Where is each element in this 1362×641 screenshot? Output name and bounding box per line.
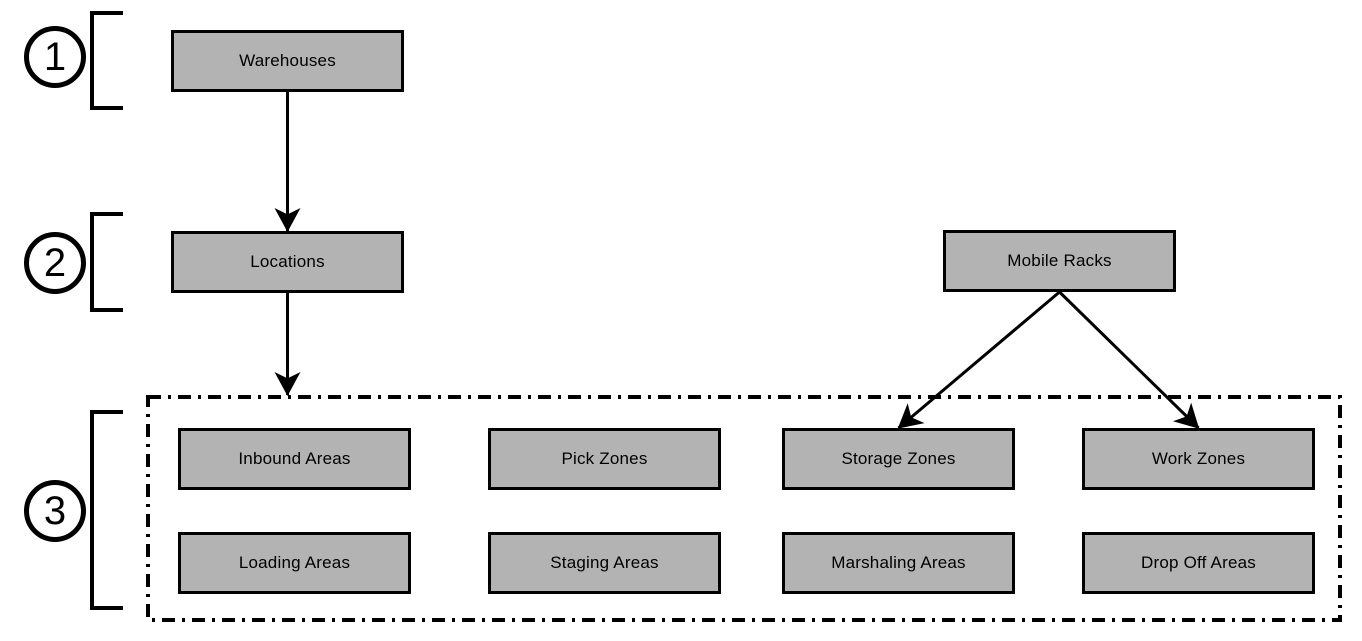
node-inbound-areas: Inbound Areas xyxy=(178,428,411,490)
node-staging-areas: Staging Areas xyxy=(488,532,721,594)
node-warehouses: Warehouses xyxy=(171,30,404,92)
level-1-bracket xyxy=(90,11,123,110)
node-mobile-racks: Mobile Racks xyxy=(943,230,1176,292)
node-work-zones: Work Zones xyxy=(1082,428,1315,490)
node-pick-zones: Pick Zones xyxy=(488,428,721,490)
level-3-bracket xyxy=(90,410,123,610)
level-3-badge: 3 xyxy=(24,480,86,542)
node-loading-areas: Loading Areas xyxy=(178,532,411,594)
node-storage-zones: Storage Zones xyxy=(782,428,1015,490)
level-2-bracket xyxy=(90,212,123,312)
level-1-badge: 1 xyxy=(24,26,86,88)
node-drop-off-areas: Drop Off Areas xyxy=(1082,532,1315,594)
node-locations: Locations xyxy=(171,231,404,293)
level-2-badge: 2 xyxy=(24,232,86,294)
node-marshaling-areas: Marshaling Areas xyxy=(782,532,1015,594)
